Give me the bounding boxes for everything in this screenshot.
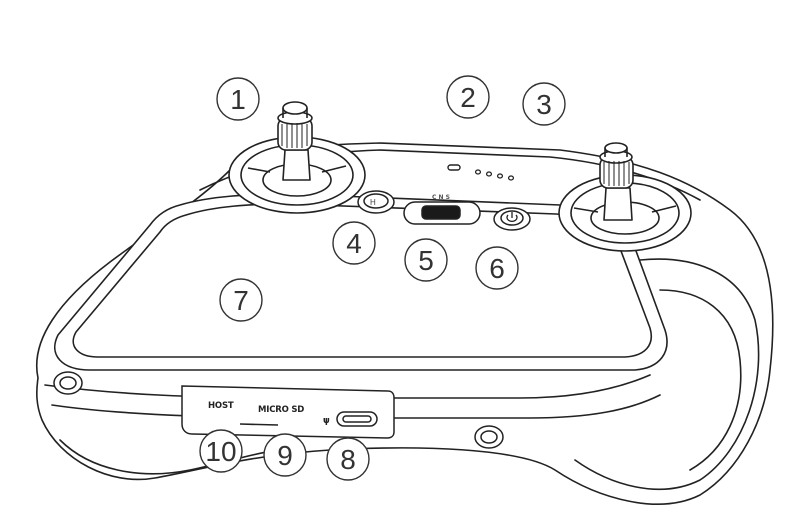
svg-text:2: 2	[460, 82, 476, 113]
callout-4: 4	[332, 221, 376, 265]
callout-6: 6	[475, 246, 519, 290]
flight-mode-switch[interactable]: C N S	[403, 194, 481, 225]
usb-icon: ψ	[323, 416, 330, 426]
callout-10: 10	[199, 429, 243, 473]
svg-text:8: 8	[340, 444, 356, 475]
callout-1: 1	[216, 77, 260, 121]
callouts: 1 2 3 4 5 6 7 8	[199, 75, 566, 481]
callout-2: 2	[446, 75, 490, 119]
svg-text:6: 6	[489, 253, 505, 284]
power-button[interactable]	[493, 207, 531, 231]
svg-text:4: 4	[346, 228, 362, 259]
rth-button[interactable]: H	[357, 190, 395, 214]
svg-text:3: 3	[536, 89, 552, 120]
power-icon	[506, 212, 518, 223]
right-control-stick[interactable]	[558, 142, 692, 252]
callout-9: 9	[263, 433, 307, 477]
callout-7: 7	[219, 278, 263, 322]
svg-text:9: 9	[277, 440, 293, 471]
svg-text:1: 1	[230, 84, 246, 115]
microsd-label: MICRO SD	[258, 405, 304, 415]
rth-icon: H	[370, 198, 376, 207]
battery-level-leds	[474, 169, 515, 181]
callout-8: 8	[326, 437, 370, 481]
host-port-label: HOST	[208, 401, 234, 411]
svg-text:10: 10	[205, 436, 236, 467]
callout-3: 3	[522, 82, 566, 126]
svg-text:5: 5	[418, 245, 434, 276]
microsd-slot[interactable]	[239, 423, 279, 426]
switch-mode-labels: C N S	[432, 194, 450, 201]
right-function-button[interactable]	[474, 425, 504, 449]
callout-5: 5	[404, 238, 448, 282]
left-control-stick[interactable]	[228, 101, 366, 214]
status-led	[447, 164, 461, 171]
svg-text:7: 7	[233, 285, 249, 316]
usb-c-port[interactable]	[336, 411, 378, 427]
left-function-button[interactable]	[53, 371, 83, 395]
